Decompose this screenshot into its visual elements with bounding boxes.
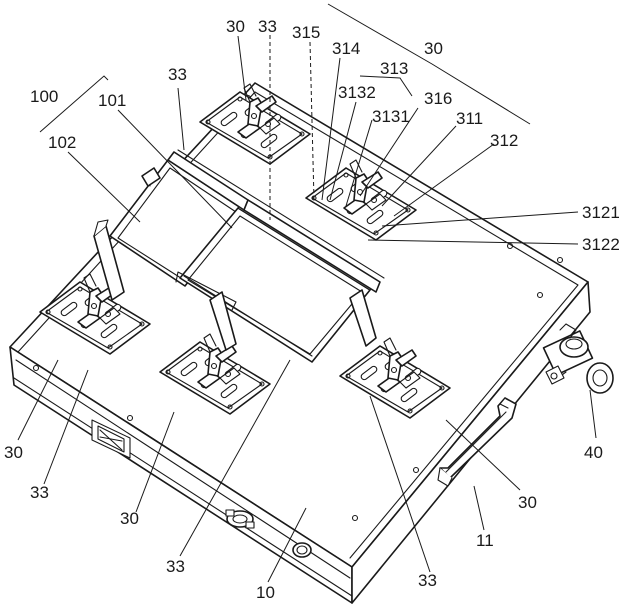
- label-101: 101: [98, 91, 126, 110]
- label-33-top: 33: [258, 17, 277, 36]
- label-313: 313: [380, 59, 408, 78]
- label-3132: 3132: [338, 83, 376, 102]
- label-30-right: 30: [518, 493, 537, 512]
- label-33-right: 33: [418, 571, 437, 590]
- screw: [351, 514, 359, 522]
- label-316: 316: [424, 89, 452, 108]
- screw: [32, 364, 40, 372]
- label-3121: 3121: [582, 203, 620, 222]
- screw: [536, 291, 544, 299]
- reference-labels: 100 101 102 30 33 315 30 314 313 3132 31…: [4, 17, 620, 602]
- label-314: 314: [332, 39, 360, 58]
- screw: [412, 466, 420, 474]
- label-30-group: 30: [424, 39, 443, 58]
- label-3122: 3122: [582, 235, 620, 254]
- leader-lines: [17, 3, 597, 583]
- label-30-left: 30: [4, 443, 23, 462]
- screw: [506, 242, 514, 250]
- label-33-left: 33: [30, 483, 49, 502]
- label-33-upper-left: 33: [168, 65, 187, 84]
- front-button: [292, 542, 312, 558]
- box-front-upper-edge: [15, 359, 351, 579]
- screw: [126, 414, 134, 422]
- label-100: 100: [30, 87, 58, 106]
- front-connector: [225, 509, 255, 529]
- screw: [556, 256, 564, 264]
- label-311: 311: [456, 109, 483, 128]
- vent-square: [91, 419, 131, 459]
- label-30-front: 30: [120, 509, 139, 528]
- label-40: 40: [584, 443, 603, 462]
- ref-line-315: [309, 41, 315, 201]
- presser-arms: [93, 167, 377, 351]
- label-33-front: 33: [166, 557, 185, 576]
- label-102: 102: [48, 133, 76, 152]
- label-30-top-left: 30: [226, 17, 245, 36]
- box-right-face: [351, 281, 591, 604]
- handle: [437, 397, 517, 487]
- clamp-bar: [167, 149, 385, 357]
- label-11: 11: [476, 531, 494, 550]
- label-3131: 3131: [372, 107, 410, 126]
- label-315: 315: [292, 23, 320, 42]
- label-10: 10: [256, 583, 275, 602]
- knob-assembly: [542, 323, 614, 394]
- box-front-lower-edge: [13, 377, 353, 597]
- label-312: 312: [490, 131, 518, 150]
